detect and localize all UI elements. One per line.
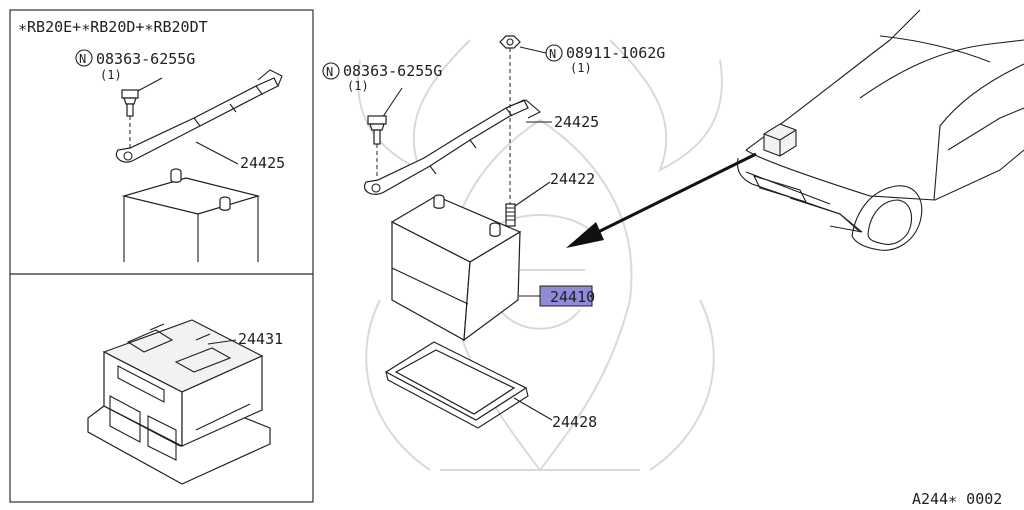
figure-code: A244∗ 0002 xyxy=(912,490,1002,508)
battery-icon xyxy=(390,194,522,342)
cable-inset-icon xyxy=(115,69,283,163)
battery-part-highlight xyxy=(539,285,593,307)
tray-part-number: 24428 xyxy=(552,413,597,431)
bolt-main-qty: (1) xyxy=(347,79,369,93)
engine-variant-label: ∗RB20E+∗RB20D+∗RB20DT xyxy=(18,18,208,36)
nut-qty: (1) xyxy=(570,61,592,75)
location-arrow-icon xyxy=(566,152,757,248)
stud-part-number: 24422 xyxy=(550,170,595,188)
bolt-main-part-number: 08363-6255G xyxy=(343,62,442,80)
svg-text:N: N xyxy=(79,52,86,66)
bolt-inset-part-number: 08363-6255G xyxy=(96,50,195,68)
stud-icon xyxy=(505,203,516,227)
inset-frame-bottom xyxy=(9,273,314,503)
cable-inset-part-number: 24425 xyxy=(240,154,285,172)
cable-main-icon xyxy=(364,99,541,195)
cover-part-number: 24431 xyxy=(238,330,283,348)
battery-tray-icon xyxy=(384,341,529,429)
nut-icon xyxy=(499,35,521,49)
n-marker-icon: N xyxy=(75,49,93,67)
car-front-icon xyxy=(736,9,1024,251)
n-marker-icon: N xyxy=(322,62,340,80)
svg-text:N: N xyxy=(326,65,333,79)
bolt-inset-icon xyxy=(121,89,139,117)
battery-inset-icon xyxy=(121,168,261,262)
cable-main-part-number: 24425 xyxy=(554,113,599,131)
n-marker-icon: N xyxy=(545,44,563,62)
nut-part-number: 08911-1062G xyxy=(566,44,665,62)
battery-part-number[interactable]: 24410 xyxy=(550,288,595,306)
bolt-inset-qty: (1) xyxy=(100,68,122,82)
svg-text:N: N xyxy=(549,47,556,61)
battery-cover-icon xyxy=(87,319,271,485)
